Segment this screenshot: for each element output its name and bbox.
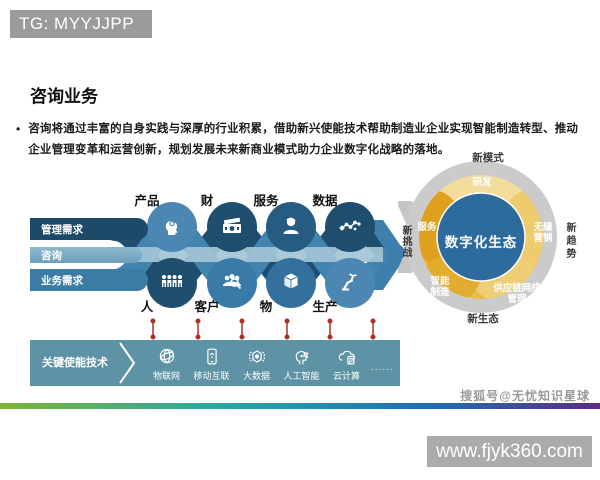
label-data: 数据 xyxy=(312,194,338,208)
tech-item-mobile: 移动互联 xyxy=(189,344,234,382)
connector-arrows xyxy=(150,318,376,340)
ecosystem-center xyxy=(436,192,526,282)
box-icon xyxy=(278,268,304,294)
bar-management-demand: 管理需求 xyxy=(30,218,148,240)
label-customer: 客户 xyxy=(194,300,220,314)
label-production: 生产 xyxy=(312,300,338,314)
banknote-icon xyxy=(219,213,245,239)
head-gear-icon xyxy=(159,213,185,239)
label-things: 物 xyxy=(259,300,273,314)
bullet-marker: • xyxy=(16,122,21,136)
tech-label: 云计算 xyxy=(332,371,360,381)
segment-label-supply-chain: 供应链网络管理 xyxy=(493,283,541,305)
watermark-text: 搜狐号@无忧知识星球 xyxy=(460,389,590,403)
enablers-bar: 关键使能技术 物联网 移动互联 大数据 人工智能 云计算 ...... xyxy=(30,340,400,386)
tech-item-bigdata: 大数据 xyxy=(234,344,279,382)
enablers-title: 关键使能技术 xyxy=(42,356,108,369)
robot-arm-icon xyxy=(337,268,363,294)
tech-item-ai: 人工智能 xyxy=(279,344,324,382)
bar-consulting: 咨询 xyxy=(30,247,142,263)
label-product: 产品 xyxy=(134,194,160,208)
segment-label-manufacturing: 智能制造 xyxy=(430,276,450,298)
mobile-icon xyxy=(201,344,223,368)
top-tag-badge: TG: MYYJJPP xyxy=(10,10,152,38)
molecule-icon xyxy=(337,213,363,239)
bigdata-icon xyxy=(246,344,268,368)
segment-label-rd: 研发 xyxy=(472,177,492,188)
label-finance: 财 xyxy=(200,194,214,208)
intro-text: 咨询将通过丰富的自身实践与深厚的行业积累，借助新兴使能技术帮助制造业企业实现智能… xyxy=(28,123,579,156)
customer-search-icon xyxy=(219,268,245,294)
ecosystem-circle xyxy=(398,161,557,313)
segment-label-marketing: 无缝营销 xyxy=(533,222,553,244)
node-production xyxy=(325,258,375,308)
ecosystem-center-label: 数字化生态 xyxy=(444,235,518,250)
tech-item-cloud: 云计算 xyxy=(324,344,369,382)
ring-label-new-trend: 新趋势 xyxy=(564,221,575,261)
iot-globe-icon xyxy=(156,344,178,368)
tech-more-dots: ...... xyxy=(371,361,394,373)
segment-label-service: 服务 xyxy=(417,222,437,233)
ring-label-new-ecology: 新生态 xyxy=(467,313,499,325)
label-people: 人 xyxy=(140,300,154,314)
gradient-divider xyxy=(0,403,600,409)
label-service: 服务 xyxy=(253,194,279,208)
page-title: 咨询业务 xyxy=(30,87,98,106)
node-service xyxy=(266,202,316,252)
intro-paragraph: • 咨询将通过丰富的自身实践与深厚的行业积累，借助新兴使能技术帮助制造业企业实现… xyxy=(16,119,582,161)
tech-label: 人工智能 xyxy=(283,371,320,381)
helix-arrow xyxy=(365,220,407,290)
tech-item-iot: 物联网 xyxy=(144,344,189,382)
tech-label: 大数据 xyxy=(242,371,270,381)
site-url-badge: www.fjyk360.com xyxy=(427,436,592,467)
consulting-band xyxy=(125,247,383,262)
people-icon xyxy=(159,268,185,294)
ring-label-new-model: 新模式 xyxy=(472,152,504,164)
ring-label-new-challenge: 新挑战 xyxy=(400,224,411,258)
chevron-right-icon xyxy=(119,342,136,384)
service-person-icon xyxy=(278,213,304,239)
tech-label: 移动互联 xyxy=(193,371,230,381)
node-people xyxy=(147,258,197,308)
bar-business-demand: 业务需求 xyxy=(30,269,148,291)
cloud-icon xyxy=(336,344,358,368)
ai-head-icon xyxy=(291,344,313,368)
tech-label: 物联网 xyxy=(152,371,180,381)
